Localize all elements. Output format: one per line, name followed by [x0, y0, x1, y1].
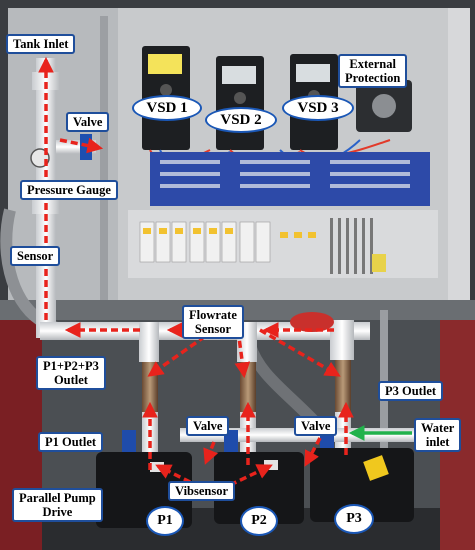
label-external-protection: External Protection	[338, 54, 408, 88]
label-combined-outlet: P1+P2+P3 Outlet	[36, 356, 106, 390]
label-pump-p2: P2	[240, 506, 278, 536]
pump-body-p2	[214, 452, 304, 524]
label-external-protection-line2: Protection	[345, 71, 401, 85]
label-valve-mid: Valve	[186, 416, 230, 436]
label-combined-outlet-line1: P1+P2+P3	[43, 359, 99, 373]
label-parallel-pump-drive: Parallel Pump Drive	[12, 488, 103, 522]
label-water-inlet: Water inlet	[414, 418, 462, 452]
label-water-inlet-line1: Water	[421, 421, 455, 435]
label-vsd-2: VSD 2	[205, 107, 277, 133]
label-valve-right: Valve	[294, 416, 338, 436]
left-door-panel	[8, 8, 118, 338]
pump-body-p3	[310, 448, 414, 522]
red-valve-handle	[290, 312, 334, 332]
label-valve-top: Valve	[66, 112, 110, 132]
label-vsd-1: VSD 1	[132, 95, 202, 121]
label-combined-outlet-line2: Outlet	[53, 373, 88, 387]
label-pump-p3: P3	[334, 504, 374, 534]
label-vsd-3: VSD 3	[282, 95, 354, 121]
label-flowrate-sensor: Flowrate Sensor	[182, 305, 244, 339]
label-parallel-pump-drive-line1: Parallel Pump	[19, 491, 96, 505]
label-flowrate-sensor-line1: Flowrate	[189, 308, 237, 322]
label-vibsensor: Vibsensor	[168, 481, 236, 501]
flow-arrows	[38, 56, 354, 489]
label-parallel-pump-drive-line2: Drive	[42, 505, 73, 519]
label-pressure-gauge: Pressure Gauge	[20, 180, 118, 200]
label-p1-outlet: P1 Outlet	[38, 432, 104, 452]
label-flowrate-sensor-line2: Sensor	[194, 322, 232, 336]
label-tank-inlet: Tank Inlet	[6, 34, 76, 54]
label-pump-p1: P1	[146, 506, 184, 536]
flow-meter-3	[335, 360, 351, 412]
label-external-protection-line1: External	[349, 57, 396, 71]
label-sensor: Sensor	[10, 246, 61, 266]
label-p3-outlet: P3 Outlet	[378, 381, 444, 401]
label-water-inlet-line2: inlet	[425, 435, 450, 449]
